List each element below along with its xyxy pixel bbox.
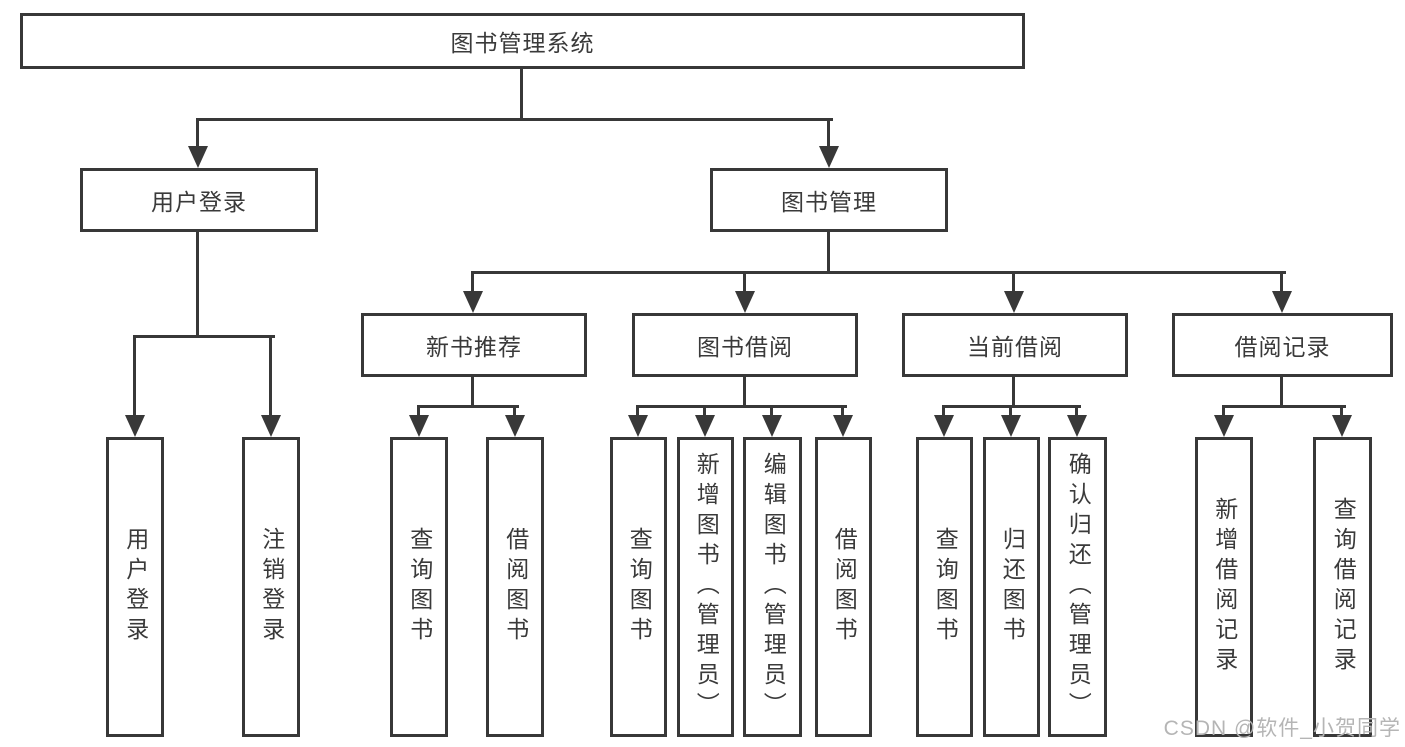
connector-line — [770, 405, 773, 417]
leaf-query-borrow-record-label: 查询借阅记录 — [1330, 497, 1357, 677]
arrow-down-icon — [735, 291, 755, 313]
node-new-book-recommendation: 新书推荐 — [361, 313, 587, 377]
connector-line — [513, 405, 516, 417]
leaf-query-book-2-label: 查询图书 — [626, 527, 653, 647]
node-current-borrowing: 当前借阅 — [902, 313, 1128, 377]
node-borrowing-records: 借阅记录 — [1172, 313, 1393, 377]
arrow-down-icon — [1004, 291, 1024, 313]
connector-line — [1222, 405, 1225, 417]
arrow-down-icon — [463, 291, 483, 313]
leaf-query-book-1-label: 查询图书 — [406, 527, 433, 647]
leaf-query-book-1: 查询图书 — [390, 437, 448, 737]
connector-line — [827, 232, 830, 274]
connector-line — [743, 271, 746, 293]
leaf-add-borrow-record: 新增借阅记录 — [1195, 437, 1253, 737]
connector-line — [1340, 405, 1343, 417]
leaf-query-book-2: 查询图书 — [610, 437, 667, 737]
connector-line — [133, 335, 136, 417]
node-borrowing-records-label: 借阅记录 — [1234, 334, 1331, 360]
leaf-edit-book-admin: 编辑图书（管理员） — [743, 437, 802, 737]
connector-line — [636, 405, 847, 408]
connector-line — [133, 335, 275, 338]
leaf-confirm-return-admin-label: 确认归还（管理员） — [1065, 452, 1092, 722]
arrow-down-icon — [762, 415, 782, 437]
connector-line — [417, 405, 420, 417]
connector-line — [417, 405, 519, 408]
connector-line — [841, 405, 844, 417]
node-user-login-branch-label: 用户登录 — [151, 189, 247, 215]
leaf-logout: 注销登录 — [242, 437, 300, 737]
node-root: 图书管理系统 — [20, 13, 1025, 69]
connector-line — [1012, 377, 1015, 408]
leaf-confirm-return-admin: 确认归还（管理员） — [1048, 437, 1107, 737]
connector-line — [636, 405, 639, 417]
arrow-down-icon — [695, 415, 715, 437]
node-book-management-label: 图书管理 — [781, 189, 877, 215]
leaf-return-book-label: 归还图书 — [999, 527, 1026, 647]
node-root-label: 图书管理系统 — [450, 30, 595, 56]
arrow-down-icon — [1067, 415, 1087, 437]
leaf-borrow-book-2: 借阅图书 — [815, 437, 872, 737]
leaf-add-borrow-record-label: 新增借阅记录 — [1211, 497, 1238, 677]
arrow-down-icon — [833, 415, 853, 437]
arrow-down-icon — [125, 415, 145, 437]
connector-line — [471, 271, 474, 293]
arrow-down-icon — [628, 415, 648, 437]
leaf-borrow-book-1: 借阅图书 — [486, 437, 544, 737]
node-book-borrowing: 图书借阅 — [632, 313, 858, 377]
connector-line — [827, 118, 830, 150]
connector-line — [1222, 405, 1346, 408]
connector-line — [1075, 405, 1078, 417]
arrow-down-icon — [819, 146, 839, 168]
connector-line — [269, 335, 272, 417]
arrow-down-icon — [409, 415, 429, 437]
connector-line — [743, 377, 746, 408]
leaf-borrow-book-2-label: 借阅图书 — [831, 527, 858, 647]
connector-line — [520, 69, 523, 119]
node-new-book-recommendation-label: 新书推荐 — [426, 334, 522, 360]
node-user-login-branch: 用户登录 — [80, 168, 318, 232]
arrow-down-icon — [261, 415, 281, 437]
leaf-add-book-admin: 新增图书（管理员） — [677, 437, 734, 737]
node-book-borrowing-label: 图书借阅 — [697, 334, 793, 360]
leaf-edit-book-admin-label: 编辑图书（管理员） — [760, 452, 787, 722]
connector-line — [942, 405, 945, 417]
connector-line — [703, 405, 706, 417]
connector-line — [471, 377, 474, 408]
arrow-down-icon — [934, 415, 954, 437]
leaf-query-book-3-label: 查询图书 — [932, 527, 959, 647]
connector-line — [942, 405, 1081, 408]
connector-line — [196, 232, 199, 338]
leaf-user-login: 用户登录 — [106, 437, 164, 737]
arrow-down-icon — [1001, 415, 1021, 437]
leaf-user-login-label: 用户登录 — [122, 527, 149, 647]
arrow-down-icon — [1214, 415, 1234, 437]
connector-line — [1280, 271, 1283, 293]
leaf-query-borrow-record: 查询借阅记录 — [1313, 437, 1372, 737]
leaf-logout-label: 注销登录 — [258, 527, 285, 647]
leaf-return-book: 归还图书 — [983, 437, 1040, 737]
connector-line — [1280, 377, 1283, 408]
arrow-down-icon — [188, 146, 208, 168]
leaf-borrow-book-1-label: 借阅图书 — [502, 527, 529, 647]
leaf-add-book-admin-label: 新增图书（管理员） — [693, 452, 720, 722]
connector-line — [1012, 271, 1015, 293]
arrow-down-icon — [1332, 415, 1352, 437]
arrow-down-icon — [1272, 291, 1292, 313]
node-current-borrowing-label: 当前借阅 — [967, 334, 1063, 360]
arrow-down-icon — [505, 415, 525, 437]
watermark: CSDN @软件_小贺同学 — [1163, 717, 1401, 740]
node-book-management: 图书管理 — [710, 168, 948, 232]
connector-line — [196, 118, 199, 150]
connector-line — [471, 271, 1286, 274]
leaf-query-book-3: 查询图书 — [916, 437, 973, 737]
connector-line — [1009, 405, 1012, 417]
connector-line — [196, 118, 833, 121]
